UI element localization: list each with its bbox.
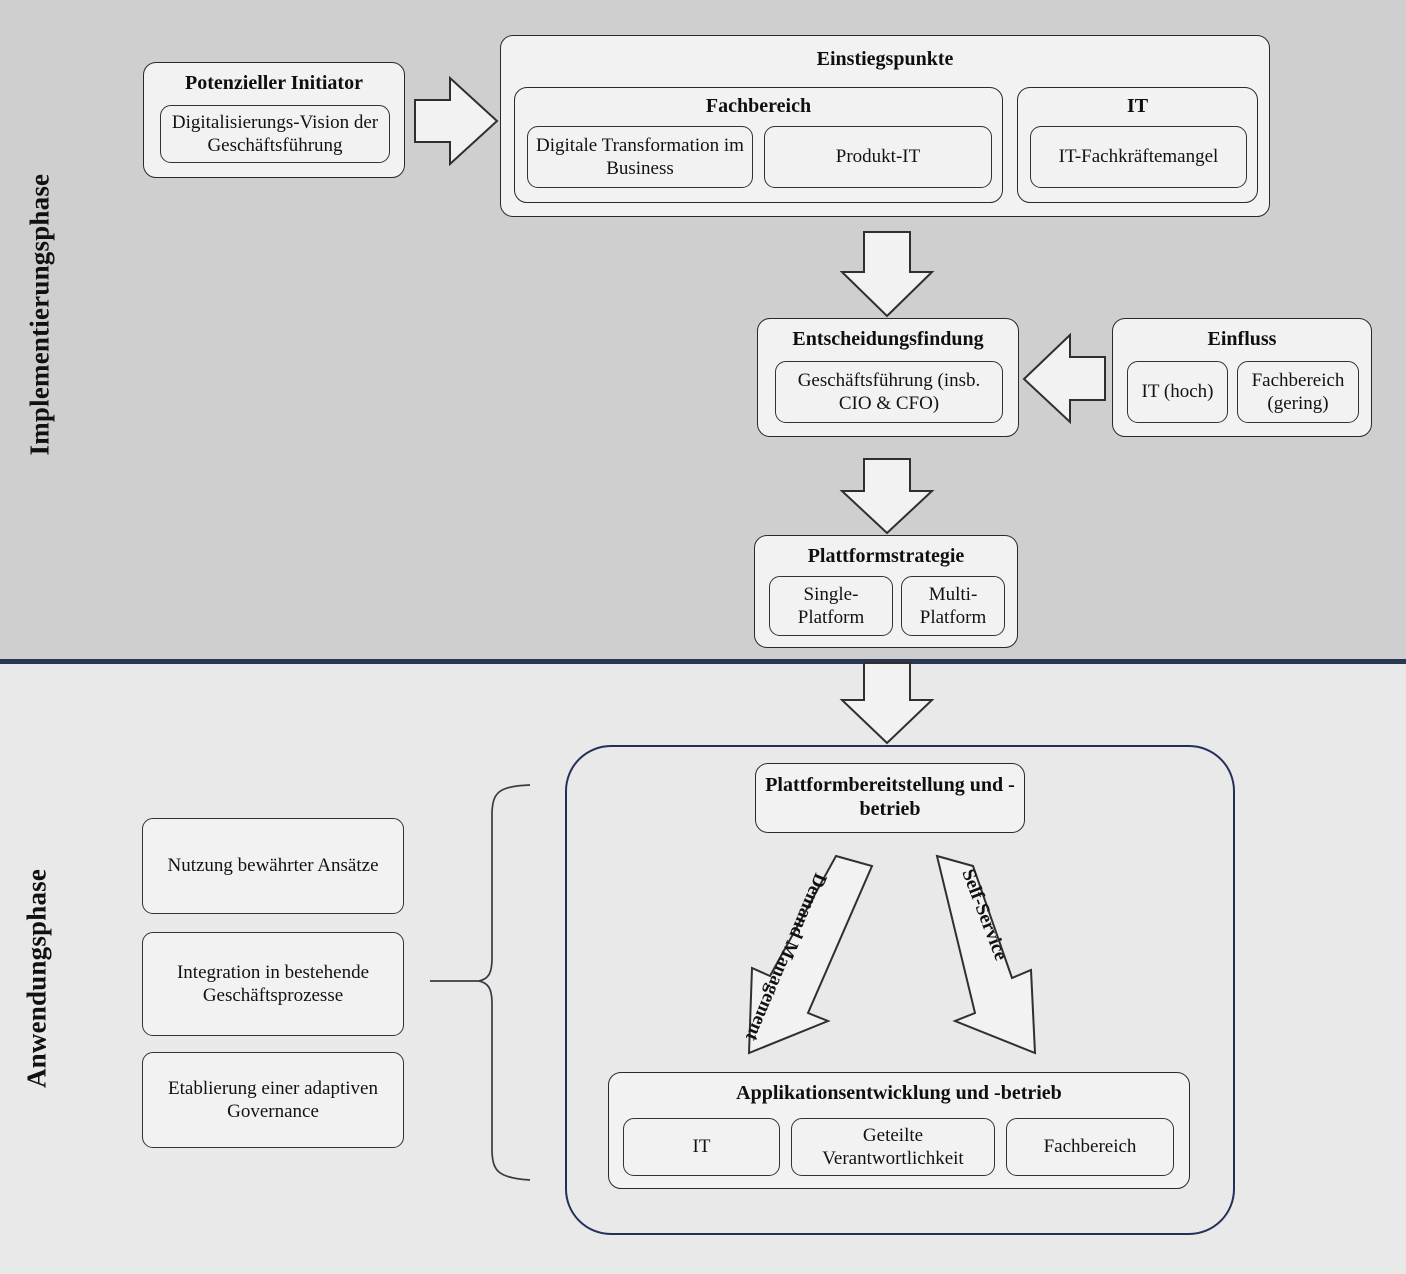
subgroup-title-it: IT [1126,95,1149,117]
leaf-it-fachkraeftemangel[interactable]: IT-Fachkräftemangel [1030,126,1247,188]
leaf-einfluss-fachbereich[interactable]: Fachbereich (gering) [1237,361,1359,423]
leaf-app-it[interactable]: IT [623,1118,780,1176]
group-plattformbereitstellung[interactable]: Plattformbereitstellung und -betrieb [755,763,1025,833]
side-note-adaptive-governance[interactable]: Etablierung einer adaptiven Governance [142,1052,404,1148]
group-title-plattformstrategie: Plattformstrategie [807,545,965,567]
group-plattformstrategie: Plattformstrategie Single- Platform Mult… [754,535,1018,648]
side-note-integration-geschaeftsprozesse[interactable]: Integration in bestehende Geschäftsproze… [142,932,404,1036]
group-title-plattformbereitstellung: Plattformbereitstellung und -betrieb [765,774,1015,820]
phase-label-implementation: Implementierungsphase [24,173,55,456]
group-title-initiator: Potenzieller Initiator [185,72,363,94]
phase-label-application: Anwendungsphase [21,868,52,1089]
group-applikationsentwicklung: Applikationsentwicklung und -betrieb IT … [608,1072,1190,1189]
leaf-produkt-it[interactable]: Produkt-IT [764,126,992,188]
subgroup-fachbereich: Fachbereich Digitale Transformation im B… [514,87,1003,203]
phase-divider [0,659,1406,664]
group-entscheidungsfindung: Entscheidungsfindung Geschäftsführung (i… [757,318,1019,437]
group-title-einstiegspunkte: Einstiegspunkte [816,48,954,70]
leaf-geschaeftsfuehrung[interactable]: Geschäftsführung (insb. CIO & CFO) [775,361,1003,423]
group-title-entscheidungsfindung: Entscheidungsfindung [792,328,984,350]
leaf-app-fachbereich[interactable]: Fachbereich [1006,1118,1174,1176]
subgroup-it: IT IT-Fachkräftemangel [1017,87,1258,203]
leaf-digitale-transformation[interactable]: Digitale Transformation im Business [527,126,753,188]
leaf-geteilte-verantwortlichkeit[interactable]: Geteilte Verantwortlichkeit [791,1118,995,1176]
group-einstiegspunkte: Einstiegspunkte Fachbereich Digitale Tra… [500,35,1270,217]
subgroup-title-fachbereich: Fachbereich [705,95,812,117]
leaf-single-platform[interactable]: Single- Platform [769,576,893,636]
application-phase-container [565,745,1235,1235]
group-title-einfluss: Einfluss [1207,328,1277,350]
leaf-einfluss-it[interactable]: IT (hoch) [1127,361,1228,423]
group-einfluss: Einfluss IT (hoch) Fachbereich (gering) [1112,318,1372,437]
side-note-nutzung-bewaehrter-ansaetze[interactable]: Nutzung bewährter Ansätze [142,818,404,914]
leaf-multi-platform[interactable]: Multi- Platform [901,576,1005,636]
group-title-applikationsentwicklung: Applikationsentwicklung und -betrieb [736,1082,1062,1104]
leaf-digitalisierungs-vision[interactable]: Digitalisierungs-Vision der Geschäftsfüh… [160,105,390,163]
group-potenzieller-initiator: Potenzieller Initiator Digitalisierungs-… [143,62,405,178]
